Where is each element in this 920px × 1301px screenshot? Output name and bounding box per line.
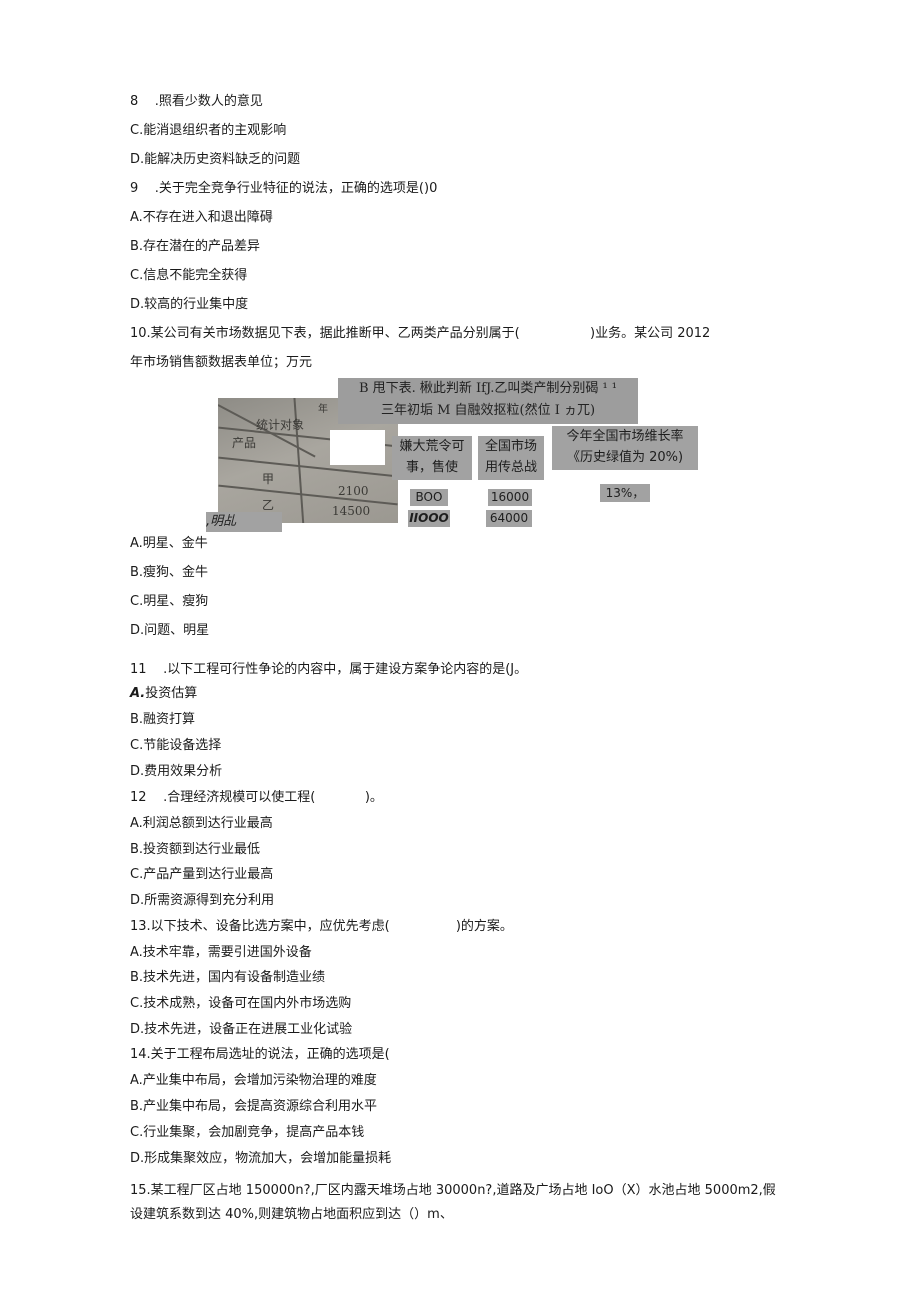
q15-heading-cont: 设建筑系数到达 40%,则建筑物占地面积应到达（）m、 bbox=[130, 1207, 453, 1222]
cell-yi-market-total: 64000 bbox=[486, 510, 532, 527]
q13-option-b: B.技术先进，国内有设备制造业绩 bbox=[130, 970, 326, 985]
q9-option-c: C.信息不能完全获得 bbox=[130, 268, 248, 283]
q14-option-a: A.产业集中布局，会增加污染物治理的难度 bbox=[130, 1073, 377, 1088]
photo-row-yi: 乙 bbox=[262, 498, 275, 512]
q14-option-b: B.产业集中布局，会提高资源综合利用水平 bbox=[130, 1099, 378, 1114]
q15-heading: 15.某工程厂区占地 150000n?,厂区内露天堆场占地 30000n?,道路… bbox=[130, 1183, 776, 1198]
q13-option-d: D.技术先进，设备正在进展工业化试验 bbox=[130, 1022, 353, 1037]
q10-option-d: D.问题、明星 bbox=[130, 623, 210, 638]
table-title-banner: B 甩下表. 楸此判新 IfJ.乙叫类产制分别碣 ¹ ¹ 三年初垢 M 自融效抠… bbox=[338, 378, 638, 424]
cell-yi-company-sales: IIOOO bbox=[408, 510, 450, 527]
header-company-sales: 嫌大荒令可 事，售使 bbox=[392, 436, 472, 480]
table-title-line1: B 甩下表. 楸此判新 IfJ.乙叫类产制分别碣 ¹ ¹ bbox=[358, 381, 618, 396]
photo-value-1: 2100 bbox=[338, 484, 369, 498]
q14-heading: 14.关于工程布局选址的说法，正确的选项是( bbox=[130, 1047, 390, 1062]
photo-header-year: 年 bbox=[318, 404, 328, 415]
cell-jia-market-total: 16000 bbox=[488, 489, 532, 506]
table-footer-fragment: ,明乩 bbox=[206, 512, 282, 532]
q12-option-c: C.产品产量到达行业最高 bbox=[130, 867, 274, 882]
q10-option-a: A.明星、金牛 bbox=[130, 536, 208, 551]
q13-option-a: A.技术牢靠，需要引进国外设备 bbox=[130, 945, 312, 960]
table-title-line2: 三年初垢 M 自融效抠粒(然位 I ヵ兀) bbox=[380, 403, 596, 418]
q10-heading: 10.某公司有关市场数据见下表，据此推断甲、乙两类产品分别属于( )业务。某公司… bbox=[130, 326, 711, 341]
q11-option-a-text: 投资估算 bbox=[145, 686, 198, 701]
q11-option-d: D.费用效果分析 bbox=[130, 764, 223, 779]
q11-heading: 11 .以下工程可行性争论的内容中，属于建设方案争论内容的是(J。 bbox=[130, 662, 528, 677]
photo-row-jia: 甲 bbox=[262, 472, 275, 486]
cell-growth-value: 13%， bbox=[600, 484, 650, 502]
q9-option-a: A.不存在进入和退出障碍 bbox=[130, 210, 273, 225]
q9-option-d: D.较高的行业集中度 bbox=[130, 297, 249, 312]
q14-option-d: D.形成集聚效应，物流加大，会增加能量损耗 bbox=[130, 1151, 392, 1166]
q10-option-c: C.明星、瘦狗 bbox=[130, 594, 209, 609]
header-market-total: 全国市场 用传总战 bbox=[478, 436, 544, 480]
blank-cell bbox=[330, 430, 385, 465]
q9-option-b: B.存在潜在的产品差异 bbox=[130, 239, 261, 254]
photo-header-product: 产品 bbox=[232, 436, 257, 450]
q13-heading: 13.以下技术、设备比选方案中，应优先考虑( )的方案。 bbox=[130, 919, 513, 934]
q12-option-b: B.投资额到达行业最低 bbox=[130, 842, 261, 857]
header-growth-rate: 今年全国市场维长率 《历史绿值为 20%) bbox=[552, 426, 698, 470]
cell-jia-company-sales: BOO bbox=[410, 489, 448, 506]
photo-header-object: 统计对象 bbox=[256, 418, 305, 432]
q11-option-c: C.节能设备选择 bbox=[130, 738, 222, 753]
photo-value-2: 14500 bbox=[332, 504, 371, 518]
q13-option-c: C.技术成熟，设备可在国内外市场选购 bbox=[130, 996, 352, 1011]
q8-option-c: C.能消退组织者的主观影响 bbox=[130, 123, 287, 138]
q8-heading: 8 .照看少数人的意见 bbox=[130, 94, 263, 109]
q14-option-c: C.行业集聚，会加剧竞争，提高产品本钱 bbox=[130, 1125, 365, 1140]
q10-option-b: B.瘦狗、金牛 bbox=[130, 565, 209, 580]
q12-option-a: A.利润总额到达行业最高 bbox=[130, 816, 273, 831]
q8-option-d: D.能解决历史资料缺乏的问题 bbox=[130, 152, 301, 167]
q10-heading-cont: 年市场销售额数据表单位；万元 bbox=[130, 355, 313, 370]
q11-option-a-prefix: A. bbox=[130, 686, 146, 701]
q12-heading: 12 .合理经济规模可以使工程( )。 bbox=[130, 790, 383, 805]
q11-option-b: B.融资打算 bbox=[130, 712, 196, 727]
q9-heading: 9 .关于完全竞争行业特征的说法，正确的选项是()0 bbox=[130, 181, 438, 196]
q12-option-d: D.所需资源得到充分利用 bbox=[130, 893, 275, 908]
q11-option-a: A.投资估算 bbox=[130, 685, 197, 703]
